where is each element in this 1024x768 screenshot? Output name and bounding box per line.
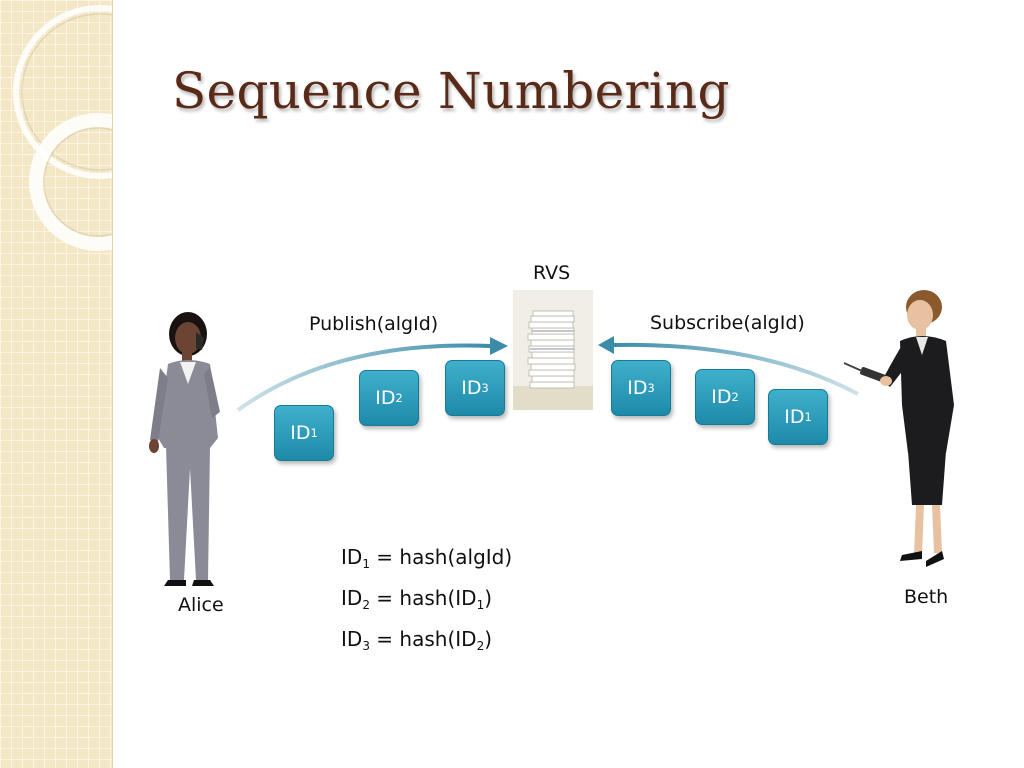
id-text: ID bbox=[461, 377, 482, 399]
formula-close: ) bbox=[504, 545, 513, 569]
id-text: ID bbox=[711, 386, 732, 408]
formula-equals: = hash( bbox=[369, 586, 456, 611]
decorative-rings bbox=[13, 5, 112, 251]
id-subscript: 1 bbox=[804, 410, 812, 424]
document-stack-image bbox=[513, 290, 593, 410]
formula-lhs: ID bbox=[341, 627, 363, 652]
subscribe-arrow-head bbox=[598, 336, 614, 354]
publish-arrow-head bbox=[490, 337, 508, 355]
subscribe-arrow bbox=[613, 342, 859, 396]
formula-lhs-subscript: 2 bbox=[362, 598, 370, 613]
formula-arg: ID bbox=[455, 627, 477, 652]
id-subscript: 3 bbox=[481, 381, 489, 395]
id-text: ID bbox=[375, 387, 396, 409]
formula-lhs-subscript: 3 bbox=[362, 639, 370, 654]
formula-lhs-subscript: 1 bbox=[362, 557, 370, 572]
formula-close: ) bbox=[484, 627, 493, 652]
formula-lhs: ID bbox=[341, 586, 363, 611]
formula-id2: ID2 = hash(ID1) bbox=[341, 581, 512, 622]
formula-arg-subscript: 2 bbox=[476, 639, 485, 654]
formula-equals: = hash( bbox=[369, 545, 456, 569]
id-text: ID bbox=[627, 377, 648, 399]
beth-label: Beth bbox=[904, 586, 949, 608]
id-subscript: 2 bbox=[395, 391, 403, 405]
formula-lhs: ID bbox=[341, 545, 363, 569]
id-text: ID bbox=[784, 406, 805, 428]
publish-label: Publish(algId) bbox=[309, 313, 439, 335]
id-subscript: 1 bbox=[310, 426, 318, 440]
id-subscript: 2 bbox=[731, 390, 739, 404]
id-subscript: 3 bbox=[647, 381, 655, 395]
alice-label: Alice bbox=[178, 594, 224, 616]
decorative-side-panel bbox=[0, 0, 113, 768]
publish-arrow bbox=[236, 343, 491, 412]
beth-person-image bbox=[843, 290, 954, 567]
subscribe-label: Subscribe(algId) bbox=[650, 312, 805, 334]
formula-arg: algId bbox=[455, 545, 505, 569]
formula-id3: ID3 = hash(ID2) bbox=[341, 622, 512, 663]
alice-person-image bbox=[149, 312, 220, 586]
formula-equals: = hash( bbox=[369, 627, 456, 652]
rvs-label: RVS bbox=[533, 262, 571, 284]
formula-arg-subscript: 1 bbox=[476, 598, 485, 613]
formula-close: ) bbox=[484, 586, 493, 611]
slide-title: Sequence Numbering bbox=[172, 62, 730, 120]
formula-arg: ID bbox=[455, 586, 477, 611]
id-text: ID bbox=[290, 422, 311, 444]
formula-id1: ID1 = hash(algId) bbox=[341, 540, 512, 581]
hash-formulas: ID1 = hash(algId) ID2 = hash(ID1) ID3 = … bbox=[341, 540, 512, 664]
